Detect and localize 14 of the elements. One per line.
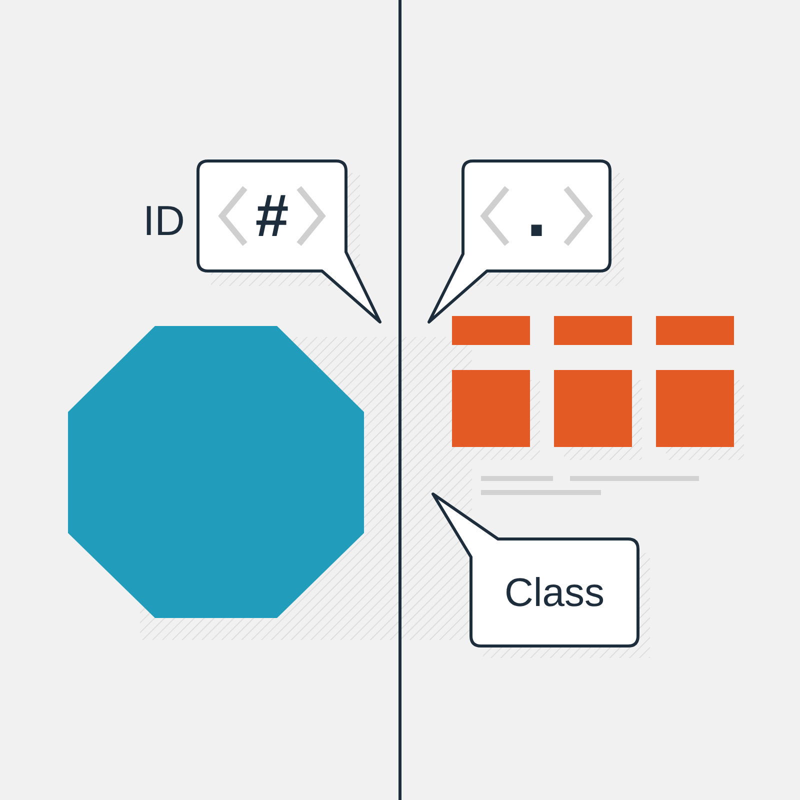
bubble-label: Class xyxy=(504,572,605,612)
selector-symbol: . xyxy=(525,186,548,246)
square-block xyxy=(452,370,530,447)
octagon-shape xyxy=(68,326,364,618)
header-bar-block xyxy=(554,316,632,345)
square-block xyxy=(554,370,632,447)
header-bar-block xyxy=(452,316,530,345)
selector-symbol: # xyxy=(255,186,289,246)
header-bar-block xyxy=(656,316,734,345)
side-label: ID xyxy=(143,200,185,242)
speech-bubble xyxy=(430,491,641,649)
speech-bubble xyxy=(426,159,614,325)
square-block xyxy=(656,370,734,447)
speech-bubble xyxy=(196,159,384,325)
